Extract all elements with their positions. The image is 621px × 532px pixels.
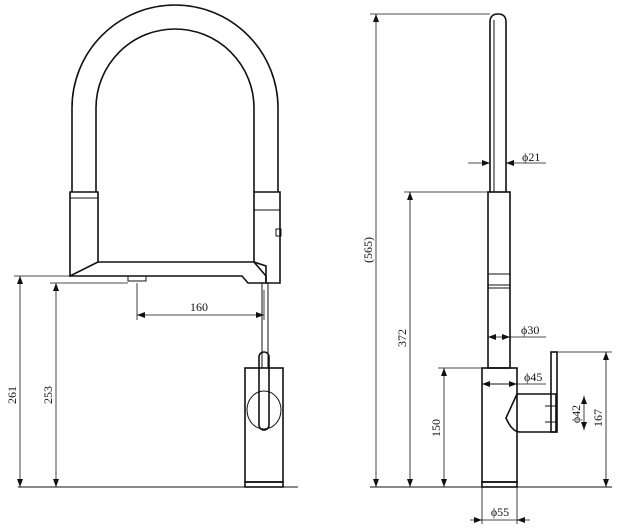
spray-button xyxy=(275,228,282,237)
front-view: 261 253 160 xyxy=(5,4,298,488)
cartridge-cap xyxy=(246,390,282,430)
dim-167-label: 167 xyxy=(591,409,605,427)
side-foot xyxy=(481,481,518,488)
spout-holder-left xyxy=(69,191,99,278)
mixer-body xyxy=(244,367,284,483)
spray-head xyxy=(253,191,281,284)
dim-phi45-label: ϕ45 xyxy=(524,370,542,384)
dim-565-label: (565) xyxy=(361,237,375,263)
aerator xyxy=(127,275,147,282)
side-collar xyxy=(487,273,511,289)
base-foot xyxy=(244,481,284,488)
spout-arm xyxy=(70,261,267,284)
dim-372-label: 372 xyxy=(395,329,409,347)
side-lever xyxy=(550,351,558,433)
dim-253-label: 253 xyxy=(41,386,55,404)
dim-phi55-label: ϕ55 xyxy=(491,505,509,519)
dim-phi21-label: ϕ21 xyxy=(522,150,540,164)
dim-150-label: 150 xyxy=(429,419,443,437)
dim-phi30-label: ϕ30 xyxy=(521,323,539,337)
side-body-column xyxy=(487,191,511,369)
dim-261-label: 261 xyxy=(5,386,19,404)
gooseneck-outer xyxy=(71,4,279,192)
spout-tip xyxy=(489,13,507,192)
side-handle xyxy=(505,393,557,433)
dim-160-label: 160 xyxy=(190,300,208,314)
side-view: (565) 372 150 ϕ21 ϕ30 ϕ45 ϕ42 xyxy=(361,13,612,524)
dim-phi42-label: ϕ42 xyxy=(569,405,583,423)
gooseneck-inner xyxy=(95,28,255,192)
handle-lever xyxy=(258,351,270,431)
